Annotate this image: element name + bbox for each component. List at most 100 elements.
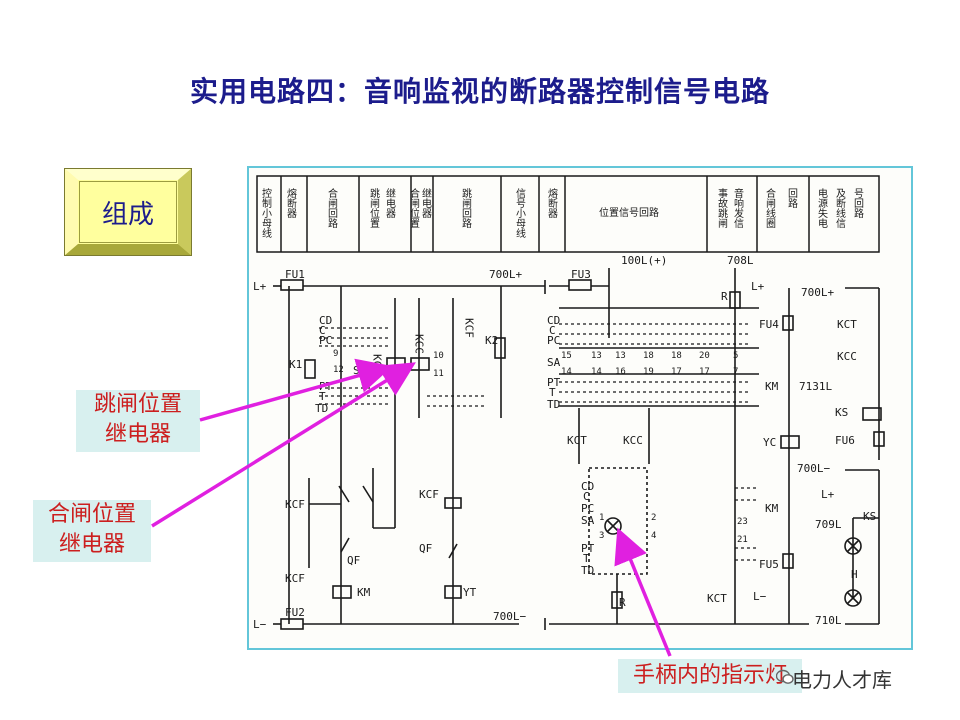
cn-m4: 18 <box>671 351 682 361</box>
close-relay-callout: 合闸位置 继电器 <box>33 500 151 562</box>
fu3 <box>568 279 592 291</box>
cn-m11: 17 <box>671 367 682 377</box>
lbl-qf-1: QF <box>347 554 360 567</box>
lamp-h <box>844 589 862 607</box>
lbl-kcf-2: KCF <box>285 572 305 585</box>
hdr-3: 跳闸位置 <box>368 187 380 228</box>
lbl-708: 708L <box>727 254 754 267</box>
lbl-kct-b: KCT <box>707 592 727 605</box>
cn-m10: 19 <box>643 367 654 377</box>
contact-numbers: 9 12 10 11 15 13 13 18 18 20 5 14 14 16 … <box>333 349 748 545</box>
lbl-sa-m: SA <box>547 356 561 369</box>
lbl-kcc-r: KCC <box>837 350 857 363</box>
cn-12: 12 <box>333 365 344 375</box>
lbl-c-m: C <box>549 324 556 337</box>
kct-coil <box>386 357 406 371</box>
cn-s1: 1 <box>599 513 604 523</box>
lbl-fu5: FU5 <box>759 558 779 571</box>
lbl-pt-m: PT <box>547 376 561 389</box>
lbl-td-m: TD <box>547 398 560 411</box>
lamp-1 <box>844 537 862 555</box>
hdr-2: 合闸回路 <box>326 187 338 229</box>
wechat-icon <box>776 669 794 684</box>
lbl-fu3: FU3 <box>571 268 591 281</box>
fu6 <box>873 431 885 447</box>
lbl-ks-r: KS <box>835 406 848 419</box>
lbl-700m: 700L− <box>493 610 526 623</box>
lbl-lplus-r2: L+ <box>821 488 835 501</box>
header-frame <box>256 175 880 253</box>
lbl-kct-m: KCT <box>567 434 587 447</box>
lbl-r-top: R <box>721 290 728 303</box>
kcc-coil <box>410 357 430 371</box>
lbl-td-s: TD <box>581 564 594 577</box>
hdr-6: 继电器 <box>420 187 432 219</box>
section-button[interactable]: 组成 <box>64 168 192 256</box>
lbl-qf-2: QF <box>419 542 432 555</box>
lbl-td: TD <box>315 402 328 415</box>
yc-coil <box>780 435 800 449</box>
trip-relay-callout: 跳闸位置 继电器 <box>76 390 200 452</box>
lbl-kct-v: KCT <box>371 354 384 374</box>
cn-m1: 13 <box>591 351 602 361</box>
lbl-k1: K1 <box>289 358 302 371</box>
lbl-h: H <box>851 568 858 581</box>
lbl-kcc-m: KCC <box>623 434 643 447</box>
cn-m0: 15 <box>561 351 572 361</box>
bevel-frame <box>64 168 192 256</box>
fu1 <box>280 279 304 291</box>
kcf-coil <box>444 497 462 509</box>
lbl-lplus-r: L+ <box>751 280 765 293</box>
close-relay-line1: 合闸位置 <box>47 502 136 527</box>
hdr-1: 熔断器 <box>285 187 297 219</box>
circuit-diagram: 控制小母线 熔断器 合闸回路 跳闸位置 继电器 合闸位置 继电器 跳闸回路 信号… <box>247 166 913 650</box>
cn-10: 10 <box>433 351 444 361</box>
lbl-lminus-r: L− <box>753 590 767 603</box>
cn-s4: 4 <box>651 531 656 541</box>
cn-m6: 5 <box>733 351 738 361</box>
lbl-pt-s: PT <box>581 542 595 555</box>
cn-9: 9 <box>333 349 338 359</box>
lbl-k2: K2 <box>485 334 498 347</box>
cn-m8: 14 <box>591 367 602 377</box>
lbl-c: C <box>319 324 326 337</box>
fu5 <box>782 553 794 569</box>
trip-relay-line2: 继电器 <box>104 422 171 447</box>
lbl-km-r: KM <box>765 380 779 393</box>
hdr-13: 合闸线圈 <box>764 187 776 229</box>
lbl-yt: YT <box>463 586 477 599</box>
resistor-r-top <box>729 291 741 309</box>
lbl-lminus: L− <box>253 618 267 631</box>
lbl-kcf-1: KCF <box>285 498 305 511</box>
lbl-fu2: FU2 <box>285 606 305 619</box>
lbl-700p: 700L+ <box>489 268 522 281</box>
handle-lamp <box>604 517 622 535</box>
k2-coil <box>494 337 506 359</box>
cn-m5: 20 <box>699 351 710 361</box>
hdr-12: 音响发信 <box>732 187 744 229</box>
lbl-t-m: T <box>549 386 556 399</box>
lbl-cd: CD <box>319 314 332 327</box>
hdr-8: 信号小母线 <box>514 188 526 238</box>
lbl-kct-r: KCT <box>837 318 857 331</box>
ks-coil <box>862 407 882 421</box>
lbl-pc-s: PC <box>581 502 594 515</box>
fu2 <box>280 618 304 630</box>
lbl-yc: YC <box>763 436 776 449</box>
close-relay-line2: 继电器 <box>58 532 125 557</box>
lbl-700p-r: 700L+ <box>801 286 834 299</box>
lbl-710: 710L <box>815 614 842 627</box>
lbl-c-s: C <box>583 490 590 503</box>
hdr-9: 熔断器 <box>546 187 558 219</box>
lbl-ks-r2: KS <box>863 510 876 523</box>
fu4 <box>782 315 794 331</box>
lbl-kcc-v: KCC <box>413 334 426 354</box>
lbl-100l: 100L(+) <box>621 254 667 267</box>
section-button-label: 组成 <box>79 181 177 243</box>
hdr-14: 回路 <box>786 188 798 209</box>
page-title: 实用电路四：音响监视的断路器控制信号电路 <box>189 75 770 108</box>
dashed-rows <box>319 323 759 561</box>
circuit-svg: 控制小母线 熔断器 合闸回路 跳闸位置 继电器 合闸位置 继电器 跳闸回路 信号… <box>253 175 885 631</box>
hdr-16: 及断线信 <box>834 188 846 229</box>
lbl-lplus: L+ <box>253 280 267 293</box>
